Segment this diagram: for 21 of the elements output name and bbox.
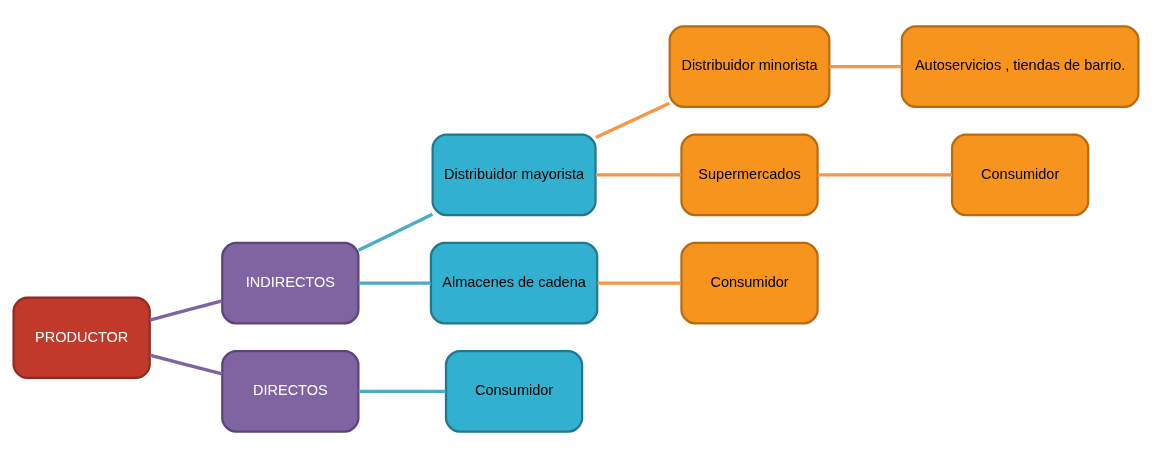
connector: [595, 173, 682, 177]
connector: [357, 212, 434, 252]
connector: [595, 101, 671, 139]
node-box: PRODUCTOR: [12, 296, 151, 380]
node-box: Consumidor: [680, 241, 819, 325]
node-box: Distribuidor minorista: [668, 25, 831, 108]
node-box: Consumidor: [950, 133, 1090, 217]
node-box: Almacenes de cadena: [429, 241, 599, 325]
connector: [149, 299, 223, 322]
node-box: Distribuidor mayorista: [431, 133, 597, 217]
node-box: INDIRECTOS: [221, 241, 360, 325]
connector: [829, 64, 902, 69]
connector: [149, 353, 223, 376]
node-box: Supermercados: [680, 133, 819, 217]
node-box: Autoservicios , tiendas de barrio.: [900, 25, 1140, 108]
connector: [597, 281, 682, 285]
connector: [358, 389, 446, 394]
connector: [358, 281, 431, 285]
node-box: Consumidor: [444, 350, 584, 433]
node-box: DIRECTOS: [221, 350, 360, 433]
connector: [817, 173, 952, 177]
